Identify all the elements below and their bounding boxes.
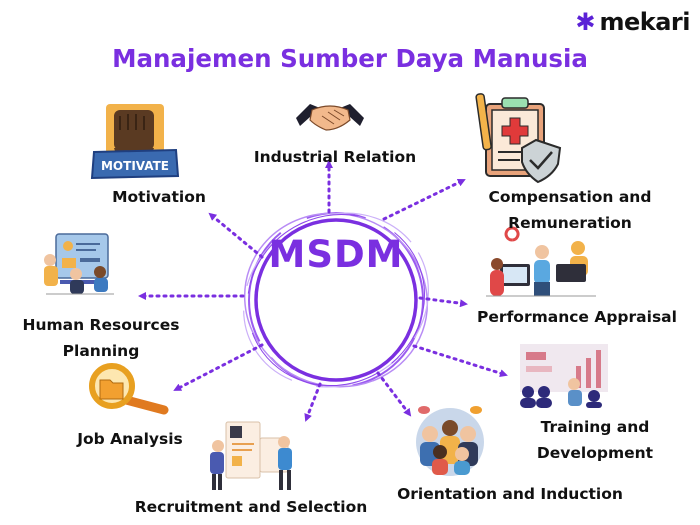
label-training-development: Training and Development xyxy=(536,418,654,462)
connector-performance xyxy=(418,296,468,308)
label-industrial-relation: Industrial Relation xyxy=(253,148,417,166)
people-dashboard-icon xyxy=(486,226,596,297)
clipboard-medical-shield-icon xyxy=(475,93,562,184)
connector-training xyxy=(412,344,508,378)
page-title: Manajemen Sumber Daya Manusia xyxy=(112,44,588,73)
label-recruitment-selection: Recruitment and Selection xyxy=(134,498,368,516)
handshake-icon xyxy=(296,104,364,131)
label-orientation-induction: Orientation and Induction xyxy=(397,485,623,503)
connector-job-analysis xyxy=(173,343,264,392)
training-presentation-icon xyxy=(520,344,608,408)
connector-compensation xyxy=(382,178,466,221)
team-group-icon xyxy=(416,406,484,476)
label-job-analysis: Job Analysis xyxy=(77,430,183,448)
connector-recruitment xyxy=(304,382,322,422)
msdm-hub-circle xyxy=(243,212,429,388)
recruitment-profiles-icon xyxy=(210,421,292,490)
connector-motivation xyxy=(208,212,264,259)
brand-logo: ✱ mekari xyxy=(575,8,690,36)
motivate-badge-text: MOTIVATE xyxy=(101,159,169,173)
label-performance-appraisal: Performance Appraisal xyxy=(477,308,677,326)
asterisk-star-icon: ✱ xyxy=(575,8,596,36)
label-hr-planning: Human Resources Planning xyxy=(22,316,180,360)
planning-board-icon xyxy=(44,233,114,295)
motivate-fist-icon: MOTIVATE xyxy=(90,104,180,180)
connector-orientation xyxy=(376,371,412,417)
brand-name: mekari xyxy=(599,8,690,36)
center-label: MSDM xyxy=(268,233,404,276)
label-motivation: Motivation xyxy=(112,188,206,206)
label-compensation-remuneration: Compensation and Remuneration xyxy=(488,188,652,232)
magnifier-folder-icon xyxy=(89,363,169,415)
